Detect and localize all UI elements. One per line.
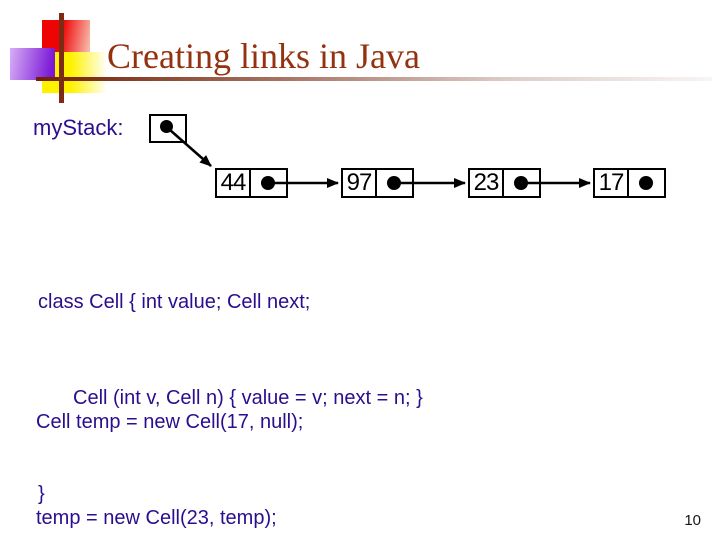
code-line: class Cell { int value; Cell next;: [38, 291, 311, 313]
list-cell-97: 97: [341, 168, 414, 198]
cell-value: 17: [593, 168, 629, 198]
cell-value: 44: [215, 168, 251, 198]
code-block-class-definition: class Cell { int value; Cell next; Cell …: [38, 222, 423, 540]
pointer-dot-icon: [639, 176, 653, 190]
cell-next-pointer-box: [377, 168, 414, 198]
code-line: }: [38, 483, 45, 505]
list-cell-17: 17: [593, 168, 666, 198]
cell-value: 23: [468, 168, 504, 198]
logo-red-square: [42, 20, 90, 52]
logo-cross-vertical-bar: [59, 13, 64, 103]
logo-purple-square: [10, 48, 55, 80]
cell-next-pointer-box: [251, 168, 288, 198]
pointer-dot-icon: [514, 176, 528, 190]
pointer-dot-icon: [160, 120, 173, 133]
slide-title: Creating links in Java: [107, 36, 420, 76]
page-number: 10: [684, 512, 701, 529]
code-block-statements: Cell temp = new Cell(17, null); temp = n…: [36, 342, 349, 540]
title-underline-rule: [36, 77, 712, 81]
list-cell-44: 44: [215, 168, 288, 198]
list-cell-23: 23: [468, 168, 541, 198]
stack-variable-label: myStack:: [33, 115, 124, 140]
pointer-dot-icon: [387, 176, 401, 190]
code-line: temp = new Cell(23, temp);: [36, 507, 277, 529]
stack-pointer-box: [149, 114, 187, 143]
cell-next-pointer-box: [629, 168, 666, 198]
code-line: Cell (int v, Cell n) { value = v; next =…: [73, 387, 423, 409]
cell-value: 97: [341, 168, 377, 198]
cell-next-pointer-box: [504, 168, 541, 198]
pointer-dot-icon: [261, 176, 275, 190]
code-line: Cell temp = new Cell(17, null);: [36, 411, 304, 433]
